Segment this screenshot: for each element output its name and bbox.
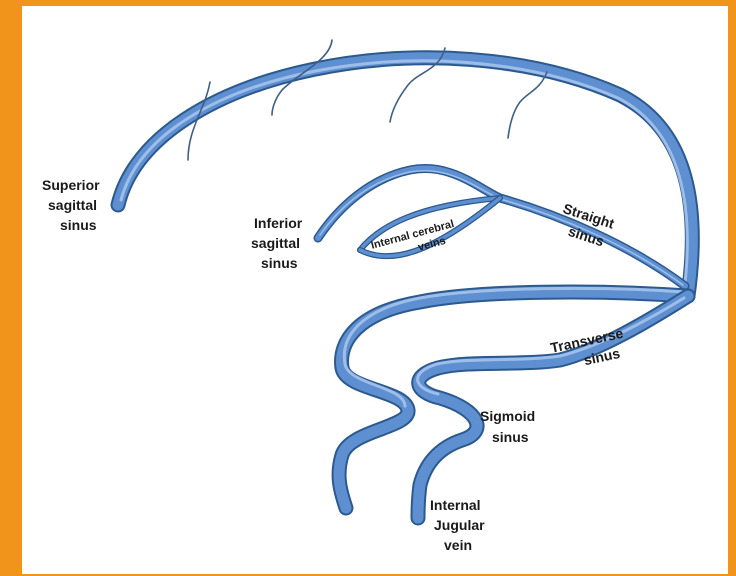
label-superior-sagittal-sinus: Superior sagittal sinus — [42, 177, 103, 233]
transverse-sigmoid-inner-vessel — [418, 296, 688, 518]
label-sigmoid-sinus: Sigmoid sinus — [480, 408, 539, 445]
superior-sagittal-sinus-vessel — [118, 58, 692, 296]
label-inferior-sagittal-sinus: Inferior sagittal sinus — [251, 215, 306, 271]
inferior-sagittal-and-straight-sinus-vessel — [318, 168, 685, 286]
label-internal-jugular-vein: Internal Jugular vein — [430, 497, 488, 553]
cortical-vein — [508, 72, 547, 138]
